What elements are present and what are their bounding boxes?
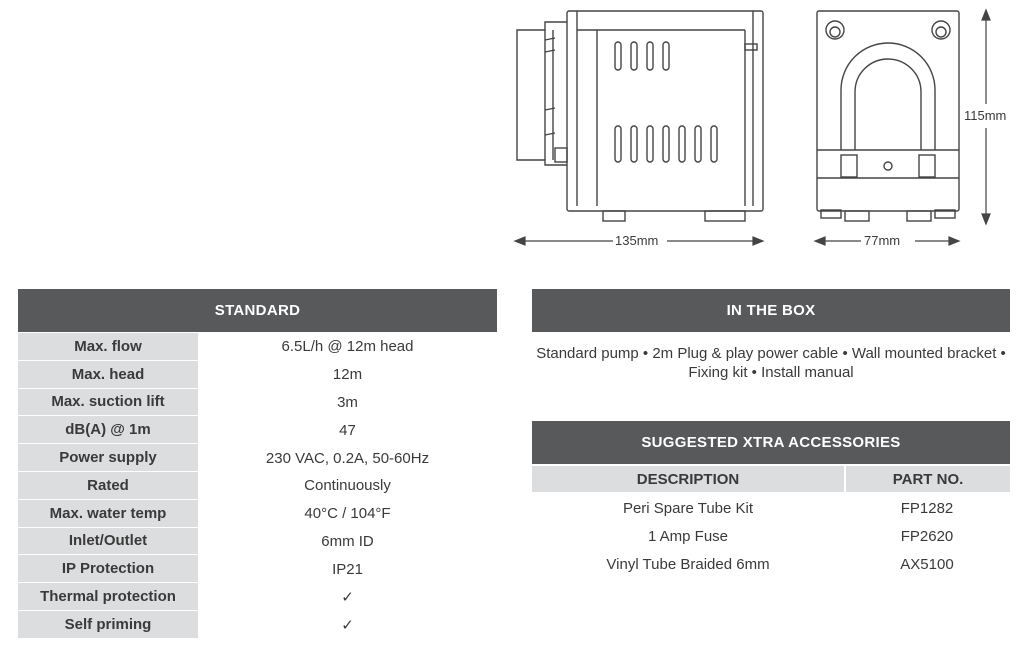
spec-label: Max. flow	[18, 333, 198, 361]
dimension-height: 115mm	[962, 108, 1009, 123]
spec-label: Power supply	[18, 444, 198, 472]
table-row: 1 Amp Fuse FP2620	[532, 522, 1010, 550]
spec-label: Rated	[18, 471, 198, 500]
accessories-column-headers: DESCRIPTION PART NO.	[532, 466, 1010, 492]
accessory-part-number: AX5100	[900, 555, 954, 573]
spec-label: IP Protection	[18, 555, 198, 584]
spec-value: 47	[339, 421, 356, 439]
spec-value: 230 VAC, 0.2A, 50-60Hz	[265, 449, 430, 467]
spec-value: ✓	[341, 589, 354, 607]
column-description: DESCRIPTION	[532, 466, 846, 492]
table-row: Power supply 230 VAC, 0.2A, 50-60Hz	[18, 444, 497, 472]
spec-label: Self priming	[18, 610, 198, 639]
spec-value: 12m	[332, 366, 363, 384]
table-row: Max. water temp 40°C / 104°F	[18, 499, 497, 528]
in-the-box-text: Standard pump • 2m Plug & play power cab…	[536, 345, 1006, 381]
spec-label: Thermal protection	[18, 583, 198, 611]
accessory-part-number: FP2620	[900, 527, 954, 545]
accessory-part-number: FP1282	[900, 499, 954, 517]
spec-label: Max. water temp	[18, 499, 198, 528]
spec-value: ✓	[341, 616, 354, 634]
dimension-width-front: 77mm	[862, 233, 903, 248]
spec-label: Max. suction lift	[18, 388, 198, 417]
spec-value: IP21	[332, 560, 363, 578]
table-row: Max. head 12m	[18, 360, 497, 389]
accessory-description: Vinyl Tube Braided 6mm	[606, 555, 770, 573]
table-row: Rated Continuously	[18, 471, 497, 500]
table-row: Inlet/Outlet 6mm ID	[18, 527, 497, 556]
spec-value: 40°C / 104°F	[304, 505, 391, 523]
table-row: IP Protection IP21	[18, 555, 497, 584]
in-the-box-header: IN THE BOX	[532, 289, 1010, 332]
accessory-description: 1 Amp Fuse	[647, 527, 729, 545]
spec-value: 6.5L/h @ 12m head	[281, 338, 414, 356]
table-row: Max. suction lift 3m	[18, 388, 497, 417]
spec-value: 6mm ID	[321, 532, 374, 550]
column-part-no: PART NO.	[846, 466, 1010, 492]
spec-label: Inlet/Outlet	[18, 527, 198, 556]
table-row: dB(A) @ 1m 47	[18, 416, 497, 445]
table-row: Vinyl Tube Braided 6mm AX5100	[532, 550, 1010, 578]
standard-header: STANDARD	[18, 289, 497, 332]
table-row: Self priming ✓	[18, 610, 497, 639]
table-row: Thermal protection ✓	[18, 583, 497, 611]
spec-value: 3m	[337, 393, 358, 411]
accessories-header: SUGGESTED XTRA ACCESSORIES	[532, 421, 1010, 464]
pump-line-drawing	[513, 8, 991, 246]
spec-label: Max. head	[18, 360, 198, 389]
accessory-description: Peri Spare Tube Kit	[622, 499, 754, 517]
table-row: Max. flow 6.5L/h @ 12m head	[18, 333, 497, 361]
dimension-width-side: 135mm	[613, 233, 661, 248]
spec-value: Continuously	[304, 477, 391, 495]
table-row: Peri Spare Tube Kit FP1282	[532, 494, 1010, 522]
pump-drawings: 135mm 77mm 115mm	[505, 0, 1024, 260]
spec-label: dB(A) @ 1m	[18, 416, 198, 445]
